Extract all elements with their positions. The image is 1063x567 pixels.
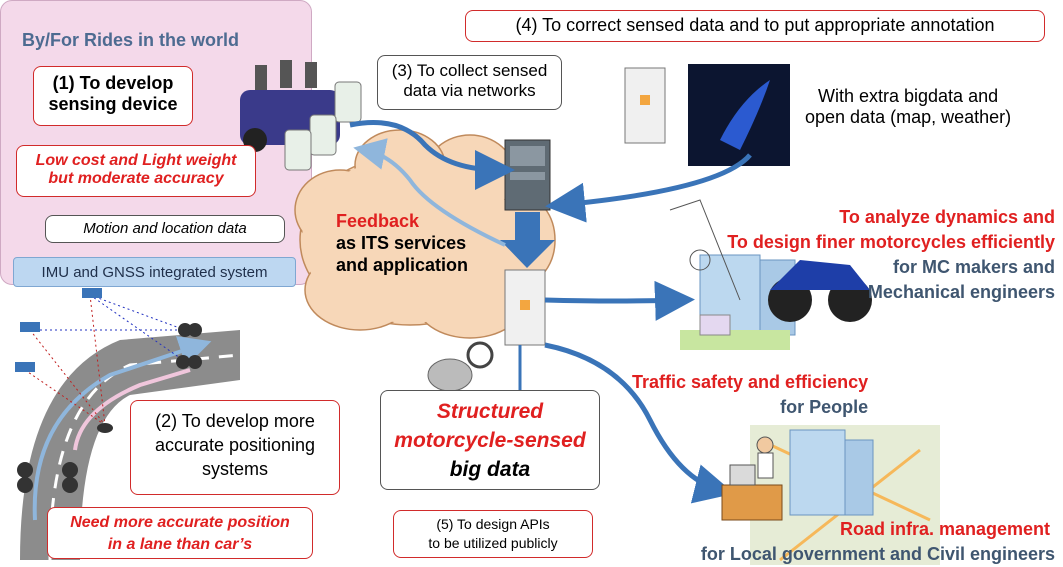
- traffic-text: Traffic safety and efficiency for People: [632, 370, 868, 420]
- road-curve: [20, 330, 241, 561]
- feedback-line3: and application: [336, 255, 469, 275]
- imu-text: IMU and GNSS integrated system: [41, 264, 268, 281]
- step2-callout: (2) To develop more accurate positioning…: [130, 400, 340, 495]
- step4-text: (4) To correct sensed data and to put ap…: [515, 15, 995, 35]
- motion-callout: Motion and location data: [45, 215, 285, 243]
- step3-line1: (3) To collect sensed: [391, 61, 548, 80]
- traffic-line2: for People: [780, 397, 869, 417]
- structured-line2: motorcycle-sensed: [394, 429, 586, 452]
- lane-line2: in a lane than car’s: [107, 536, 253, 553]
- road-infra-text: Road infra. management for Local governm…: [701, 517, 1055, 567]
- lane-accuracy-callout: Need more accurate position in a lane th…: [47, 507, 313, 559]
- city-motorcycle-illustration: [669, 199, 872, 350]
- analysis-glove-magnifier: [427, 341, 494, 392]
- step2-line3: systems: [201, 459, 268, 479]
- step1-callout: (1) To develop sensing device: [33, 66, 193, 126]
- server-annotation: [624, 67, 666, 144]
- step1-line1: (1) To develop: [52, 73, 174, 93]
- step4-callout: (4) To correct sensed data and to put ap…: [465, 10, 1045, 42]
- motion-text: Motion and location data: [83, 220, 247, 237]
- analyze-line1: To analyze dynamics and: [839, 207, 1055, 227]
- lowcost-callout: Low cost and Light weight but moderate a…: [16, 145, 256, 197]
- traffic-line1: Traffic safety and efficiency: [632, 372, 869, 392]
- road-line1: Road infra. management: [839, 519, 1050, 539]
- analyze-line2: To design finer motorcycles efficiently: [727, 232, 1055, 252]
- server-top: [504, 139, 551, 211]
- structured-line1: Structured: [436, 400, 544, 423]
- road-line2: for Local government and Civil engineers: [700, 544, 1055, 564]
- step1-line2: sensing device: [48, 94, 178, 114]
- analyze-line4: Mechanical engineers: [867, 282, 1055, 302]
- structured-bigdata-box: Structured motorcycle-sensed big data: [380, 390, 600, 490]
- step2-line2: accurate positioning: [154, 435, 316, 455]
- extra-data-text: With extra bigdata and open data (map, w…: [805, 86, 1011, 128]
- analyze-line3: for MC makers and: [892, 257, 1055, 277]
- imu-gnss-system: IMU and GNSS integrated system: [13, 257, 296, 287]
- feedback-line1: Feedback: [336, 211, 420, 231]
- step3-callout: (3) To collect sensed data via networks: [377, 55, 562, 110]
- analyze-dynamics-text: To analyze dynamics and To design finer …: [727, 205, 1055, 305]
- lowcost-line2: but moderate accuracy: [48, 170, 224, 187]
- world-title: By/For Rides in the world: [22, 30, 240, 50]
- office-city-map-illustration: [721, 425, 940, 565]
- structured-line3: big data: [449, 458, 531, 481]
- motorcycles-on-road: [17, 323, 202, 493]
- lowcost-line1: Low cost and Light weight: [35, 152, 237, 169]
- satellites: [15, 288, 191, 433]
- riders-and-devices: [240, 60, 362, 171]
- server-bottom: [504, 269, 546, 346]
- step3-line2: data via networks: [403, 81, 536, 100]
- lane-line1: Need more accurate position: [70, 514, 290, 531]
- down-arrow: [500, 212, 555, 268]
- step5-callout: (5) To design APIs to be utilized public…: [393, 510, 593, 558]
- feedback-line2: as ITS services: [336, 233, 467, 253]
- extra-line1: With extra bigdata and: [818, 86, 999, 106]
- extra-line2: open data (map, weather): [805, 107, 1012, 127]
- step2-line1: (2) To develop more: [155, 411, 315, 431]
- feedback-text: Feedback as ITS services and application: [336, 210, 468, 276]
- step5-line2: to be utilized publicly: [428, 535, 558, 551]
- step5-line1: (5) To design APIs: [436, 516, 550, 532]
